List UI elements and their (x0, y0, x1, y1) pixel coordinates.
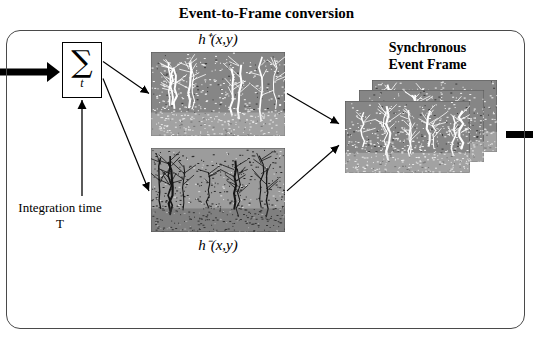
sum-symbol: ∑ (71, 43, 92, 77)
positive-event-image (151, 52, 285, 136)
block-title: Event-to-Frame conversion (0, 0, 533, 22)
image-label: h⁻(x,y) (150, 236, 286, 254)
positive-histogram: h⁺(x,y) (150, 30, 286, 136)
flow-arrow (287, 94, 339, 124)
sum-index: t (80, 77, 83, 89)
integration-time-arrow (81, 100, 82, 196)
negative-event-image (151, 148, 285, 232)
output-arrow (506, 131, 533, 138)
flow-arrow (103, 78, 149, 190)
negative-histogram: h⁻(x,y) (150, 148, 286, 258)
sum-box: ∑t (62, 42, 102, 98)
parameter-label: Integration time T (14, 200, 106, 233)
image-label: h⁺(x,y) (150, 30, 286, 48)
positive-event-image (345, 101, 470, 173)
input-arrow (0, 62, 60, 82)
image-label: Synchronous Event Frame (340, 40, 505, 74)
label-holder: Integration time T (14, 200, 106, 233)
flow-arrow (287, 145, 339, 191)
flow-arrow (103, 62, 149, 94)
event-frame-stack: Synchronous Event Frame (340, 40, 505, 175)
